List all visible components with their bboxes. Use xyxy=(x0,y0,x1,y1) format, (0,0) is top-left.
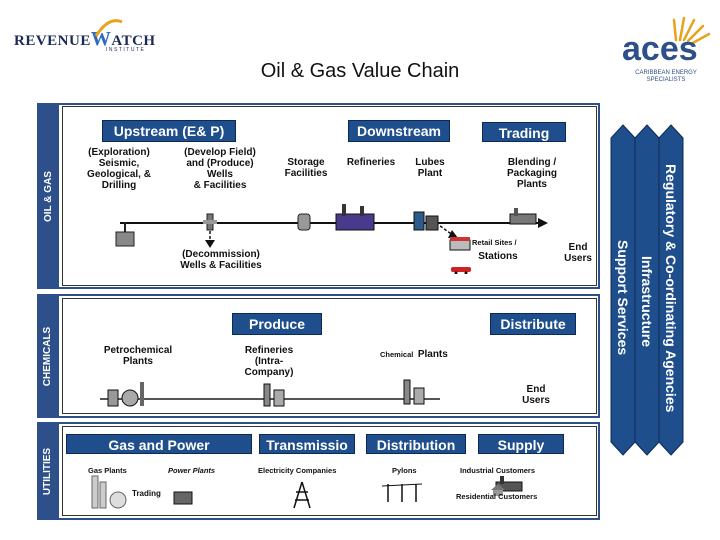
chem-end-users-label: End Users xyxy=(516,384,556,406)
support-services-label: Support Services xyxy=(615,240,631,356)
petrochemical-label: Petrochemical Plants xyxy=(92,345,184,367)
power-plant-icon xyxy=(173,491,193,505)
rw-logo-main: REVENUE xyxy=(14,33,91,49)
aces-sub-1: CARIBBEAN ENERGY xyxy=(635,70,697,76)
chem-refineries-line-3: Company) xyxy=(244,367,294,378)
produce-header: Produce xyxy=(232,313,322,335)
chem-end-line-2: Users xyxy=(522,395,550,406)
petrochem-plant-icon xyxy=(107,382,144,407)
storage-line-1: Storage xyxy=(287,157,325,168)
regulatory-label: Regulatory & Co-ordinating Agencies xyxy=(663,164,679,413)
stations-label: Stations xyxy=(478,251,518,262)
refinery-icon xyxy=(335,204,375,231)
utilities-label: UTILITIES xyxy=(42,447,54,495)
distribution-header: Distribution xyxy=(366,434,466,454)
oil-gas-label: OIL & GAS xyxy=(42,170,54,222)
lubes-label: Lubes Plant xyxy=(404,157,456,179)
gas-plants-label: Gas Plants xyxy=(88,466,127,475)
petrochemical-line-1: Petrochemical xyxy=(103,345,173,356)
blending-label: Blending / Packaging Plants xyxy=(492,157,572,190)
electricity-companies-label: Electricity Companies xyxy=(258,466,337,475)
car-icon xyxy=(451,267,471,274)
retail-sites-label: Retail Sites / xyxy=(472,238,517,247)
residential-customers-label: Residential Customers xyxy=(456,492,538,501)
exploration-line-3: Geological, & xyxy=(87,169,151,180)
blending-line-2: Packaging xyxy=(506,168,558,179)
develop-line-1: (Develop Field) xyxy=(184,147,256,158)
upstream-header: Upstream (E& P) xyxy=(102,120,236,142)
oil-gas-side-label: OIL & GAS xyxy=(37,105,59,287)
trading-header: Trading xyxy=(482,122,566,142)
rw-swoosh-icon xyxy=(94,19,123,37)
flow-arrowhead-icon xyxy=(538,218,548,228)
aces-logo: aces CARIBBEAN ENERGY SPECIALISTS xyxy=(618,8,714,88)
lubes-line-1: Lubes xyxy=(415,157,445,168)
develop-line-4: & Facilities xyxy=(193,180,247,191)
exploration-label: (Exploration) Seismic, Geological, & Dri… xyxy=(74,147,164,191)
blending-line-3: Plants xyxy=(516,179,547,190)
blending-plant-icon xyxy=(509,208,537,225)
chemicals-label: CHEMICALS xyxy=(42,326,54,386)
lubes-plant-icon xyxy=(413,211,439,231)
sun-rays-icon xyxy=(672,16,711,46)
gas-plant-icon xyxy=(91,475,127,509)
decommission-label: (Decommission) Wells & Facilities xyxy=(166,249,276,271)
aces-sub-2: SPECIALISTS xyxy=(646,77,686,83)
electric-pylon-icon xyxy=(293,481,311,509)
chemicals-side-label: CHEMICALS xyxy=(37,296,59,416)
chem-plant-icon xyxy=(403,379,425,405)
utilities-side-label: UTILITIES xyxy=(37,424,59,518)
storage-tank-icon xyxy=(297,213,311,231)
decommission-line-1: (Decommission) xyxy=(182,249,260,260)
rw-logo-sub: INSTITUTE xyxy=(106,47,146,53)
rw-logo-rest: ATCH xyxy=(111,33,156,49)
chemical-small-label: Chemical xyxy=(380,350,414,359)
rw-logo-w: W xyxy=(90,28,112,50)
develop-line-2: and (Produce) xyxy=(186,158,254,169)
regulatory-chevron xyxy=(658,124,684,456)
decommission-line-2: Wells & Facilities xyxy=(180,260,262,271)
exploration-line-1: (Exploration) xyxy=(88,147,150,158)
infrastructure-label: Infrastructure xyxy=(639,256,655,348)
revenue-watch-logo: REVENUEWATCH INSTITUTE xyxy=(14,14,156,54)
page-title: Oil & Gas Value Chain xyxy=(260,60,460,82)
chem-refineries-line-1: Refineries xyxy=(244,345,294,356)
oil-end-users-label: End Users xyxy=(560,242,596,264)
chem-refineries-label: Refineries (Intra- Company) xyxy=(236,345,302,378)
oil-end-line-2: Users xyxy=(564,253,592,264)
lubes-line-2: Plant xyxy=(417,168,443,179)
industrial-customers-label: Industrial Customers xyxy=(460,466,536,475)
chem-end-line-1: End xyxy=(526,384,546,395)
storage-line-2: Facilities xyxy=(284,168,328,179)
develop-line-3: Wells xyxy=(207,169,233,180)
wellhead-icon xyxy=(203,213,217,231)
residential-house-icon xyxy=(491,484,505,496)
aces-word: aces xyxy=(622,30,698,68)
develop-label: (Develop Field) and (Produce) Wells & Fa… xyxy=(170,147,270,191)
chem-refinery-icon xyxy=(263,383,285,407)
refineries-label: Refineries xyxy=(346,157,396,168)
pylons-label: Pylons xyxy=(392,466,417,475)
transmission-header: Transmissio xyxy=(259,434,355,454)
distribute-header: Distribute xyxy=(490,313,576,335)
petrochemical-line-2: Plants xyxy=(122,356,153,367)
drilling-rig-icon xyxy=(115,222,135,247)
oil-end-line-1: End xyxy=(568,242,588,253)
storage-label: Storage Facilities xyxy=(275,157,337,179)
downstream-header: Downstream xyxy=(348,120,450,142)
supply-header: Supply xyxy=(478,434,564,454)
gas-power-header: Gas and Power xyxy=(66,434,252,454)
chemical-plants-label: Chemical Plants xyxy=(380,344,448,362)
power-plants-label: Power Plants xyxy=(168,466,216,475)
utilities-trading-label: Trading xyxy=(132,489,161,498)
chem-refineries-line-2: (Intra- xyxy=(254,356,284,367)
oil-gas-flow-line xyxy=(120,222,540,224)
plants-label: Plants xyxy=(417,349,448,360)
retail-station-icon xyxy=(449,237,471,251)
power-lines-icon xyxy=(381,483,423,502)
exploration-line-4: Drilling xyxy=(101,180,137,191)
exploration-line-2: Seismic, xyxy=(98,158,140,169)
retail-arrow-icon xyxy=(431,219,458,238)
blending-line-1: Blending / xyxy=(507,157,557,168)
